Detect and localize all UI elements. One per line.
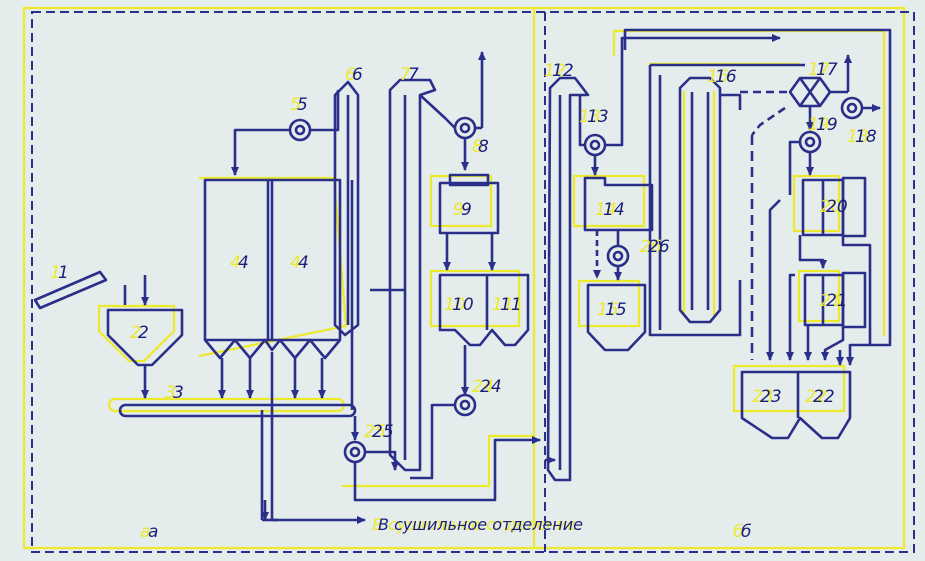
label-4b-shadow: 4 [290, 253, 301, 273]
label-12: 12 [552, 61, 574, 81]
equipment-17-separator [740, 54, 852, 360]
equipment-24-fan [410, 393, 477, 480]
label-14-shadow: 14 [595, 200, 617, 220]
label-23-shadow: 23 [752, 387, 774, 407]
equipment-3-conveyor [118, 403, 357, 418]
label-14: 14 [603, 200, 625, 220]
section-a-label: а [148, 522, 158, 542]
label-13-shadow: 13 [579, 107, 601, 127]
label-23: 23 [760, 387, 782, 407]
label-5: 5 [297, 95, 308, 115]
label-26: 26 [648, 237, 670, 257]
frame [31, 11, 915, 553]
label-22: 22 [813, 387, 835, 407]
label-11: 11 [500, 295, 522, 315]
label-25-shadow: 25 [364, 422, 386, 442]
label-7: 7 [408, 65, 419, 85]
equipment-26-fan [606, 244, 630, 281]
equipment-10-11-bins [438, 273, 530, 396]
label-19-shadow: 19 [808, 115, 830, 135]
equipment-21-machine [786, 271, 867, 361]
label-4a: 4 [238, 253, 249, 273]
label-21: 21 [826, 291, 848, 311]
equipment-25-fan [343, 416, 541, 502]
equipment-2-hopper [106, 308, 184, 367]
label-24-shadow: 24 [472, 377, 494, 397]
label-16: 16 [715, 67, 737, 87]
equipment-4-silos [203, 178, 342, 520]
equipment-18-fan [840, 96, 881, 120]
equipment-19-fan [788, 130, 822, 195]
label-9: 9 [461, 200, 472, 220]
equipment-6-elevator [333, 80, 360, 410]
label-13: 13 [587, 107, 609, 127]
caption-shadow: В сушильное отделение [372, 515, 577, 534]
equipment-8-fan [453, 51, 486, 171]
equipment-1-feeder [33, 270, 108, 310]
label-15-shadow: 15 [597, 300, 619, 320]
label-5-shadow: 5 [290, 95, 301, 115]
label-17: 17 [816, 60, 838, 80]
label-10: 10 [452, 295, 474, 315]
label-22-shadow: 22 [805, 387, 827, 407]
equipment-15-bin [586, 283, 647, 352]
label-20: 20 [826, 197, 848, 217]
output-line [260, 410, 366, 524]
label-1-shadow: 1 [50, 263, 61, 283]
equipment-20-machine [766, 176, 872, 361]
label-25: 25 [372, 422, 394, 442]
equipment-14-unit [583, 176, 654, 279]
equipment-16-elevator [648, 63, 805, 337]
outer-border [31, 11, 915, 553]
label-18-shadow: 18 [847, 127, 869, 147]
equipment-22-23-bins [740, 350, 852, 440]
label-17-shadow: 17 [808, 60, 830, 80]
equipment-13-fan [578, 34, 781, 176]
label-11-shadow: 11 [492, 295, 514, 315]
equipment-9-unit [438, 173, 500, 271]
label-16-shadow: 16 [707, 67, 729, 87]
labels: 1 1 2 2 3 3 4 4 4 4 5 5 6 6 7 7 8 8 9 9 … [50, 60, 877, 542]
label-2-shadow: 2 [130, 323, 141, 343]
label-2: 2 [138, 323, 149, 343]
section-b-label: б [741, 522, 751, 542]
caption-drying-department: В сушильное отделение [378, 515, 583, 534]
label-8: 8 [478, 137, 489, 157]
label-6: 6 [352, 65, 363, 85]
label-21-shadow: 21 [820, 291, 842, 311]
section-b-shadow: б [733, 522, 743, 542]
section-a-shadow: а [140, 522, 150, 542]
label-6-shadow: 6 [345, 65, 356, 85]
label-9-shadow: 9 [453, 200, 464, 220]
equipment-5-fan [231, 90, 340, 176]
label-10-shadow: 10 [444, 295, 466, 315]
equipment-12-elevator [545, 76, 590, 482]
label-15: 15 [605, 300, 627, 320]
label-7-shadow: 7 [400, 65, 411, 85]
label-24: 24 [480, 377, 502, 397]
label-4a-shadow: 4 [230, 253, 241, 273]
shadow-layer [22, 6, 906, 550]
label-1: 1 [58, 263, 69, 283]
label-8-shadow: 8 [472, 137, 483, 157]
label-26-shadow: 26 [640, 237, 662, 257]
label-12-shadow: 12 [544, 61, 566, 81]
label-18: 18 [855, 127, 877, 147]
return-line [623, 28, 892, 366]
label-20-shadow: 20 [820, 197, 842, 217]
label-3-shadow: 3 [165, 383, 176, 403]
label-3: 3 [173, 383, 184, 403]
label-4b: 4 [298, 253, 309, 273]
label-19: 19 [816, 115, 838, 135]
